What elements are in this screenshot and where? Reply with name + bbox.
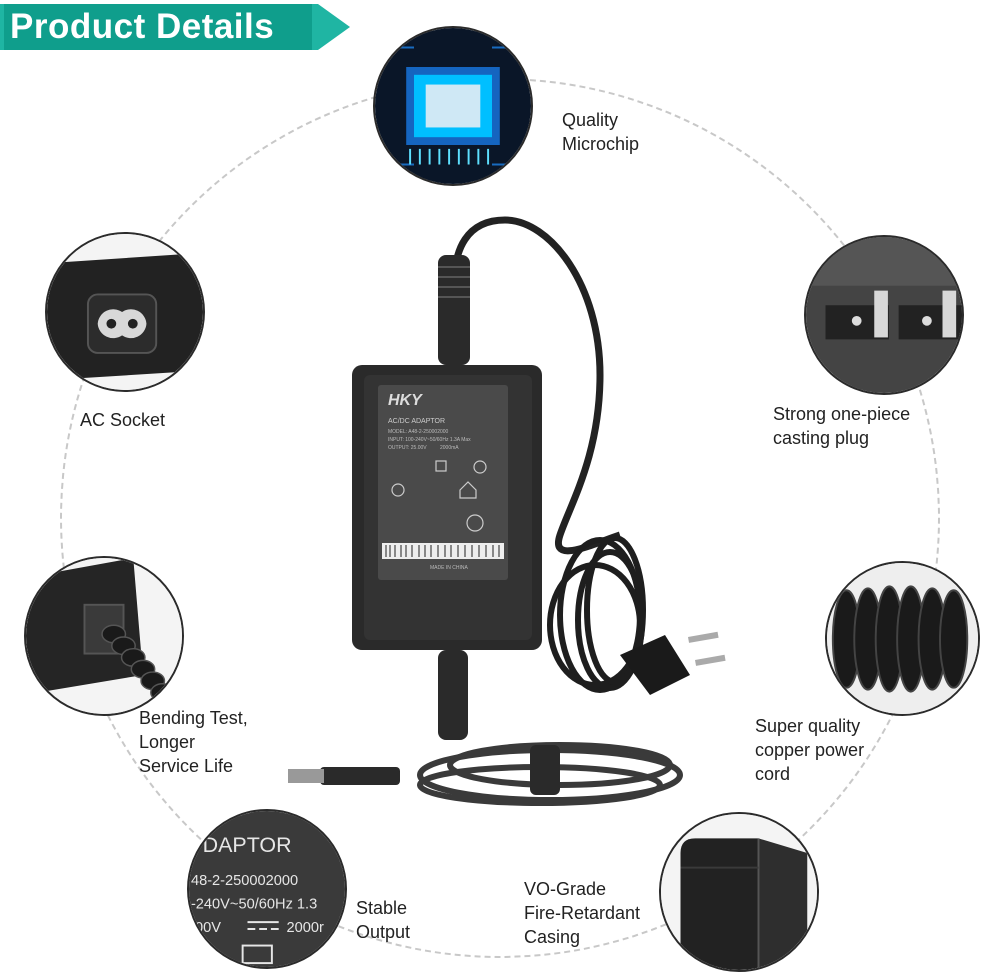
stable-output-detail-circle: DAPTOR 48-2-250002000 -240V~50/60Hz 1.3 … xyxy=(187,809,347,969)
feature-label-microchip: Quality Microchip xyxy=(562,110,640,154)
ac-socket-icon xyxy=(47,234,203,390)
zoom-line-4: .00V xyxy=(191,920,221,936)
bending-test-detail-circle xyxy=(24,556,184,716)
zoom-line-2: 48-2-250002000 xyxy=(191,873,298,889)
zoom-line-5: 2000r xyxy=(287,920,325,936)
device-input: INPUT: 100-240V~50/60Hz 1.3A Max xyxy=(388,437,471,443)
device-brand: HKY xyxy=(388,392,423,409)
feature-label-ac-socket: AC Socket xyxy=(80,410,166,430)
microchip-icon xyxy=(375,28,531,184)
zoom-line-1: DAPTOR xyxy=(203,833,292,857)
strain-relief-icon xyxy=(26,558,182,714)
plug-detail-circle xyxy=(804,235,964,395)
device-output: OUTPUT: 25.00V xyxy=(388,445,427,451)
device-title: AC/DC ADAPTOR xyxy=(388,418,445,425)
feature-label-casing: VO-Grade Fire-Retardant Casing xyxy=(524,879,641,947)
banner-body: Product Details xyxy=(4,4,312,50)
ac-socket-detail-circle xyxy=(45,232,205,392)
feature-label-copper-cord: Super quality copper power cord xyxy=(755,716,865,784)
microchip-detail-circle xyxy=(373,26,533,186)
device-model: MODEL: A48-2-250002000 xyxy=(388,429,449,435)
device-made-in: MADE IN CHINA xyxy=(430,565,468,571)
adapter-illustration: HKY AC/DC ADAPTOR MODEL: A48-2-250002000… xyxy=(288,216,726,806)
banner-title: Product Details xyxy=(10,7,275,46)
copper-cord-detail-circle xyxy=(825,561,980,716)
product-details-banner: Product Details xyxy=(0,4,350,50)
casing-detail-circle xyxy=(659,812,819,972)
casing-corner-icon xyxy=(661,814,817,970)
coiled-cord-icon xyxy=(827,563,978,714)
plug-prongs-icon xyxy=(806,237,962,393)
feature-label-plug: Strong one-piece casting plug xyxy=(773,404,911,448)
feature-label-bending-test: Bending Test, Longer Service Life xyxy=(139,708,248,776)
rating-label-zoom: DAPTOR 48-2-250002000 -240V~50/60Hz 1.3 … xyxy=(189,811,345,967)
zoom-line-3: -240V~50/60Hz 1.3 xyxy=(191,897,317,913)
feature-label-stable-output: Stable Output xyxy=(356,898,411,942)
device-output-current: 2000mA xyxy=(440,445,459,451)
